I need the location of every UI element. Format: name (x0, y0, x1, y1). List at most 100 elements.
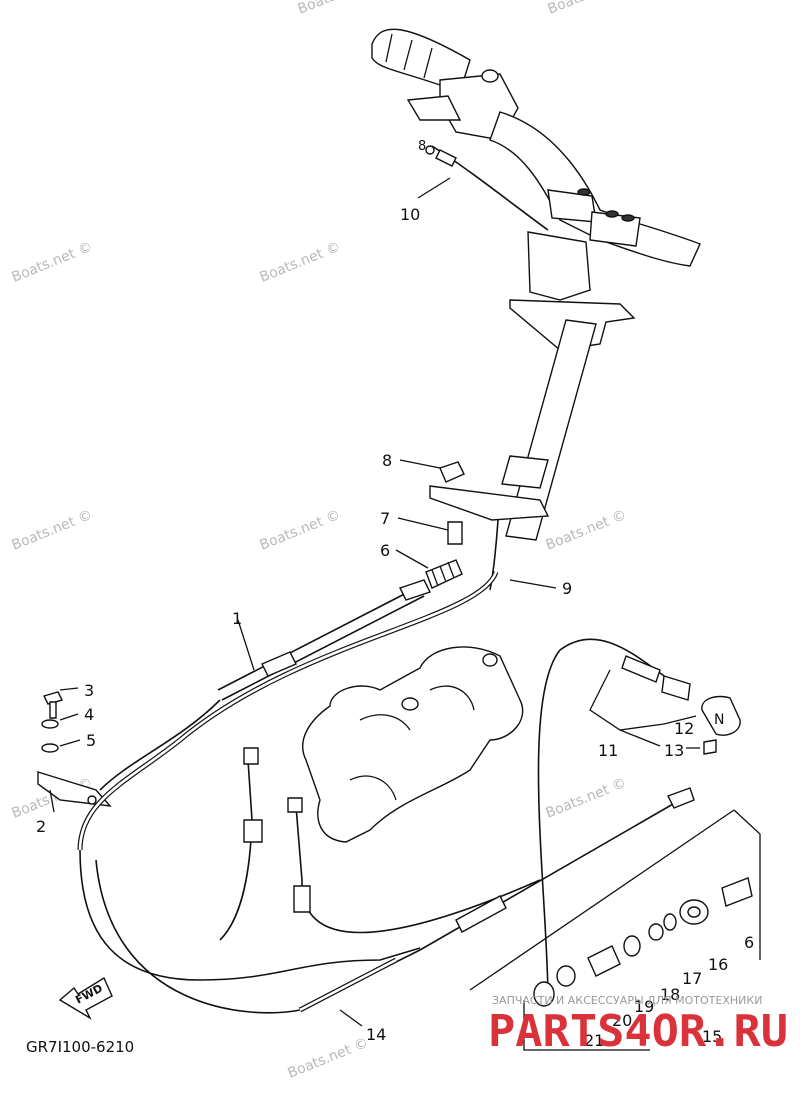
clamp-bolt (621, 214, 635, 222)
throttle-lever (406, 95, 462, 121)
leader-4 (59, 713, 79, 721)
part-label-2: 2 (36, 817, 46, 836)
cable-loop-outer (79, 849, 421, 981)
watermark: Boats.net © (544, 775, 629, 822)
engine-contours (349, 685, 475, 801)
bracket-hole (87, 795, 97, 805)
cable-short-left (219, 759, 253, 941)
handlebar-assembly (371, 28, 701, 591)
leader-12 (619, 715, 697, 731)
part-label-9: 9 (562, 579, 572, 598)
sleeve-ribs (431, 561, 455, 587)
cable-end (425, 145, 435, 155)
leader-3 (59, 687, 79, 691)
cable-1-adjuster (261, 651, 297, 677)
watermark: Boats.net © (546, 0, 631, 18)
cable-1-end (399, 579, 431, 601)
watermark: Boats.net © (286, 1035, 371, 1082)
cable-11: N (537, 638, 741, 1001)
exploded-box-right (733, 809, 761, 960)
washer-5 (41, 743, 59, 753)
handlebar-tube (489, 111, 701, 267)
grip-ribs (385, 33, 433, 79)
cable-9-core (78, 571, 498, 851)
washer-4 (41, 719, 59, 729)
part-label-5: 5 (86, 731, 96, 750)
bolt-3-head (42, 691, 64, 705)
brand-name: PARTS4OR.RU (488, 1006, 788, 1057)
leader-1 (237, 619, 255, 671)
part-labels: 1 2 3 4 5 6 7 8 9 10 11 12 13 14 15 16 1… (36, 139, 754, 1050)
part-label-14: 14 (366, 1025, 386, 1044)
part-label-21: 21 (584, 1031, 604, 1050)
cable-14-end (667, 787, 695, 809)
handlebar-grip (371, 28, 471, 93)
leader-9 (509, 579, 557, 589)
part-label-11: 11 (598, 741, 618, 760)
part-label-20: 20 (612, 1011, 632, 1030)
cable-1-upper (217, 585, 421, 691)
part-label-12: 12 (674, 719, 694, 738)
engine-boss (401, 697, 419, 711)
hardware-parts (37, 461, 465, 807)
screw-13 (703, 739, 717, 755)
shift-knob-letter: N (714, 712, 724, 728)
exploded-box-top (469, 809, 735, 991)
watermark: Boats.net © (296, 0, 381, 18)
cable-11-end (661, 675, 691, 701)
cable-1-lower (221, 595, 425, 701)
nut-16-hole (687, 906, 701, 918)
engine-boss (482, 653, 498, 667)
part-label-10: 10 (400, 205, 420, 224)
seal-15 (533, 981, 555, 1007)
cable-11-adjuster (621, 655, 661, 683)
part-label-6b: 6 (744, 933, 754, 952)
engine-block (301, 646, 524, 843)
watermark: Boats.net © (10, 239, 95, 286)
cable-1 (217, 579, 431, 701)
ring-18 (648, 923, 664, 941)
brand-overlay: ЗАПЧАСТИ И АКСЕССУАРЫ ДЛЯ МОТОТЕХНИКИ PA… (488, 994, 788, 1057)
drawing-code: GR7I100-6210 (26, 1038, 134, 1056)
part-label-19: 19 (634, 997, 654, 1016)
cable-11-main (537, 638, 671, 1001)
leader-2 (49, 789, 55, 813)
forward-arrow: FWD (58, 976, 113, 1020)
part-label-8b: 8 (418, 139, 426, 154)
cable-adjuster (243, 819, 263, 843)
washer-21 (556, 965, 576, 987)
part-label-15: 15 (702, 1027, 722, 1046)
bolt-3-shank (49, 701, 57, 719)
exploded-view (469, 809, 761, 1051)
engine-housing (301, 646, 524, 843)
fitting-20 (587, 945, 621, 977)
part-label-7: 7 (380, 509, 390, 528)
part-label-4: 4 (84, 705, 94, 724)
column-bracket (429, 485, 550, 521)
collar-19 (623, 935, 641, 957)
exploded-box-bottom (523, 1000, 650, 1051)
leader-8 (399, 459, 441, 469)
nut-8 (439, 461, 465, 483)
bolt-7 (447, 521, 463, 545)
watermark: Boats.net © (258, 507, 343, 554)
cable-end-fitting (287, 797, 303, 813)
part-label-1: 1 (232, 609, 242, 628)
cable-9-branch (99, 699, 221, 791)
steering-head (527, 231, 591, 301)
cable-14 (298, 787, 695, 1013)
part-label-16: 16 (708, 955, 728, 974)
part-label-6: 6 (380, 541, 390, 560)
part-label-13: 13 (664, 741, 684, 760)
cable-14-sleeve (455, 895, 507, 933)
part-label-17: 17 (682, 969, 702, 988)
cable-end-fitting (243, 747, 259, 765)
watermark: Boats.net © (10, 507, 95, 554)
cable-adjuster (293, 885, 311, 913)
leader-14 (339, 1009, 363, 1027)
sleeve-6 (425, 559, 463, 589)
washer-17 (663, 913, 677, 931)
watermark: Boats.net © (258, 239, 343, 286)
